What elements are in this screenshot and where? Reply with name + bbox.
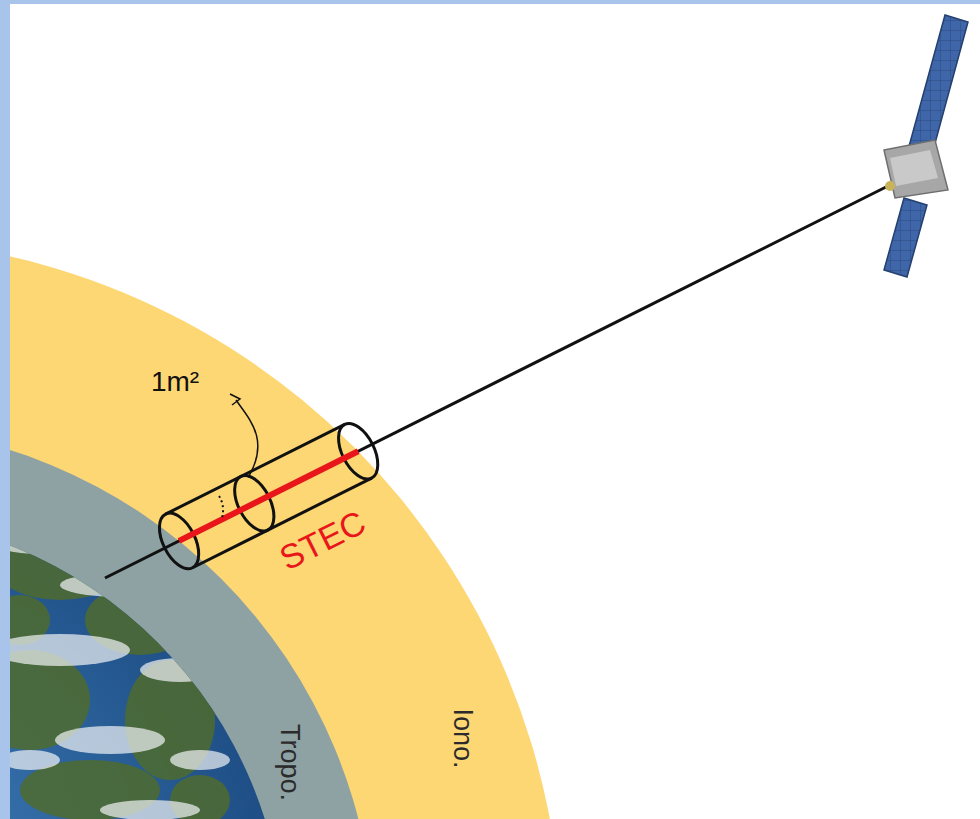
cloud xyxy=(0,634,130,666)
frame-strip xyxy=(0,0,980,4)
layer-label: Iono. xyxy=(449,708,476,768)
cloud xyxy=(55,726,165,754)
area-label: 1m² xyxy=(151,368,199,396)
cloud xyxy=(0,526,90,554)
satellite-body xyxy=(884,140,948,198)
signal-path xyxy=(105,186,888,578)
ionosphere-band xyxy=(0,238,562,819)
cloud xyxy=(100,800,200,819)
cylinder-section xyxy=(330,417,385,485)
hidden-edge xyxy=(219,496,223,518)
column-cylinder xyxy=(151,417,386,575)
cloud xyxy=(140,658,220,682)
antenna xyxy=(885,181,895,191)
solar-panel xyxy=(908,15,968,158)
frame-strip xyxy=(0,0,10,819)
satellite xyxy=(884,15,968,277)
layer-label: Tropo. xyxy=(276,723,303,800)
troposphere-band xyxy=(0,425,375,819)
solar-panel xyxy=(884,198,927,277)
satellite-body xyxy=(890,150,938,186)
cloud xyxy=(170,750,230,770)
leader-line xyxy=(236,400,258,477)
leader-arrowhead xyxy=(230,394,240,405)
cloud xyxy=(60,573,180,597)
